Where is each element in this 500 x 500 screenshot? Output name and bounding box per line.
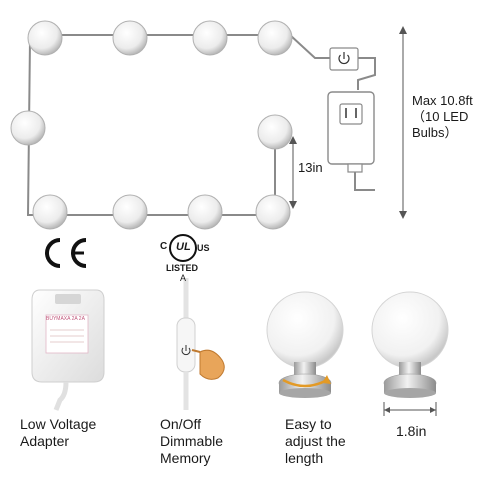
ul-listed-text: LISTED <box>166 263 199 273</box>
ul-listed-mark <box>169 234 197 262</box>
spacing-arrow <box>289 136 297 209</box>
max-length-arrow <box>399 26 407 219</box>
bulb <box>32 194 68 230</box>
bulb-width-arrow <box>383 402 437 416</box>
bulb-adjustable-photo <box>266 291 344 398</box>
bulb <box>257 114 293 150</box>
bulb-width-photo <box>371 291 449 398</box>
rotate-arrow-icon <box>282 375 331 388</box>
ul-text: UL <box>176 241 191 253</box>
bulb <box>255 194 291 230</box>
feature-label-switch: On/Off Dimmable Memory <box>160 416 224 466</box>
bulb <box>27 20 63 56</box>
plug-icon <box>327 91 375 173</box>
wire <box>354 170 375 191</box>
max-length-label: Max 10.8ft （10 LED Bulbs） <box>412 93 473 140</box>
bulb <box>257 20 293 56</box>
power-icon <box>181 345 191 356</box>
ul-c-text: C <box>160 241 168 252</box>
adapter-print: BUYMAXA 2A 2A <box>46 316 85 322</box>
bulb-width-label: 1.8in <box>396 423 427 439</box>
inline-switch <box>329 47 359 71</box>
feature-label-adjust: Easy to adjust the length <box>285 416 346 466</box>
adapter-photo <box>31 289 105 411</box>
bulb <box>112 194 148 230</box>
bulb <box>187 194 223 230</box>
feature-label-adapter: Low Voltage Adapter <box>20 416 97 449</box>
ce-mark <box>45 238 87 268</box>
power-icon <box>338 52 350 65</box>
bulb <box>192 20 228 56</box>
bulb <box>10 110 46 146</box>
bulb <box>112 20 148 56</box>
ul-a-text: A <box>180 273 187 283</box>
spacing-label: 13in <box>298 160 323 175</box>
wire <box>357 57 376 90</box>
switch-photo <box>176 278 225 410</box>
ul-us-text: US <box>197 243 210 253</box>
hand-pointer-icon <box>191 349 225 380</box>
